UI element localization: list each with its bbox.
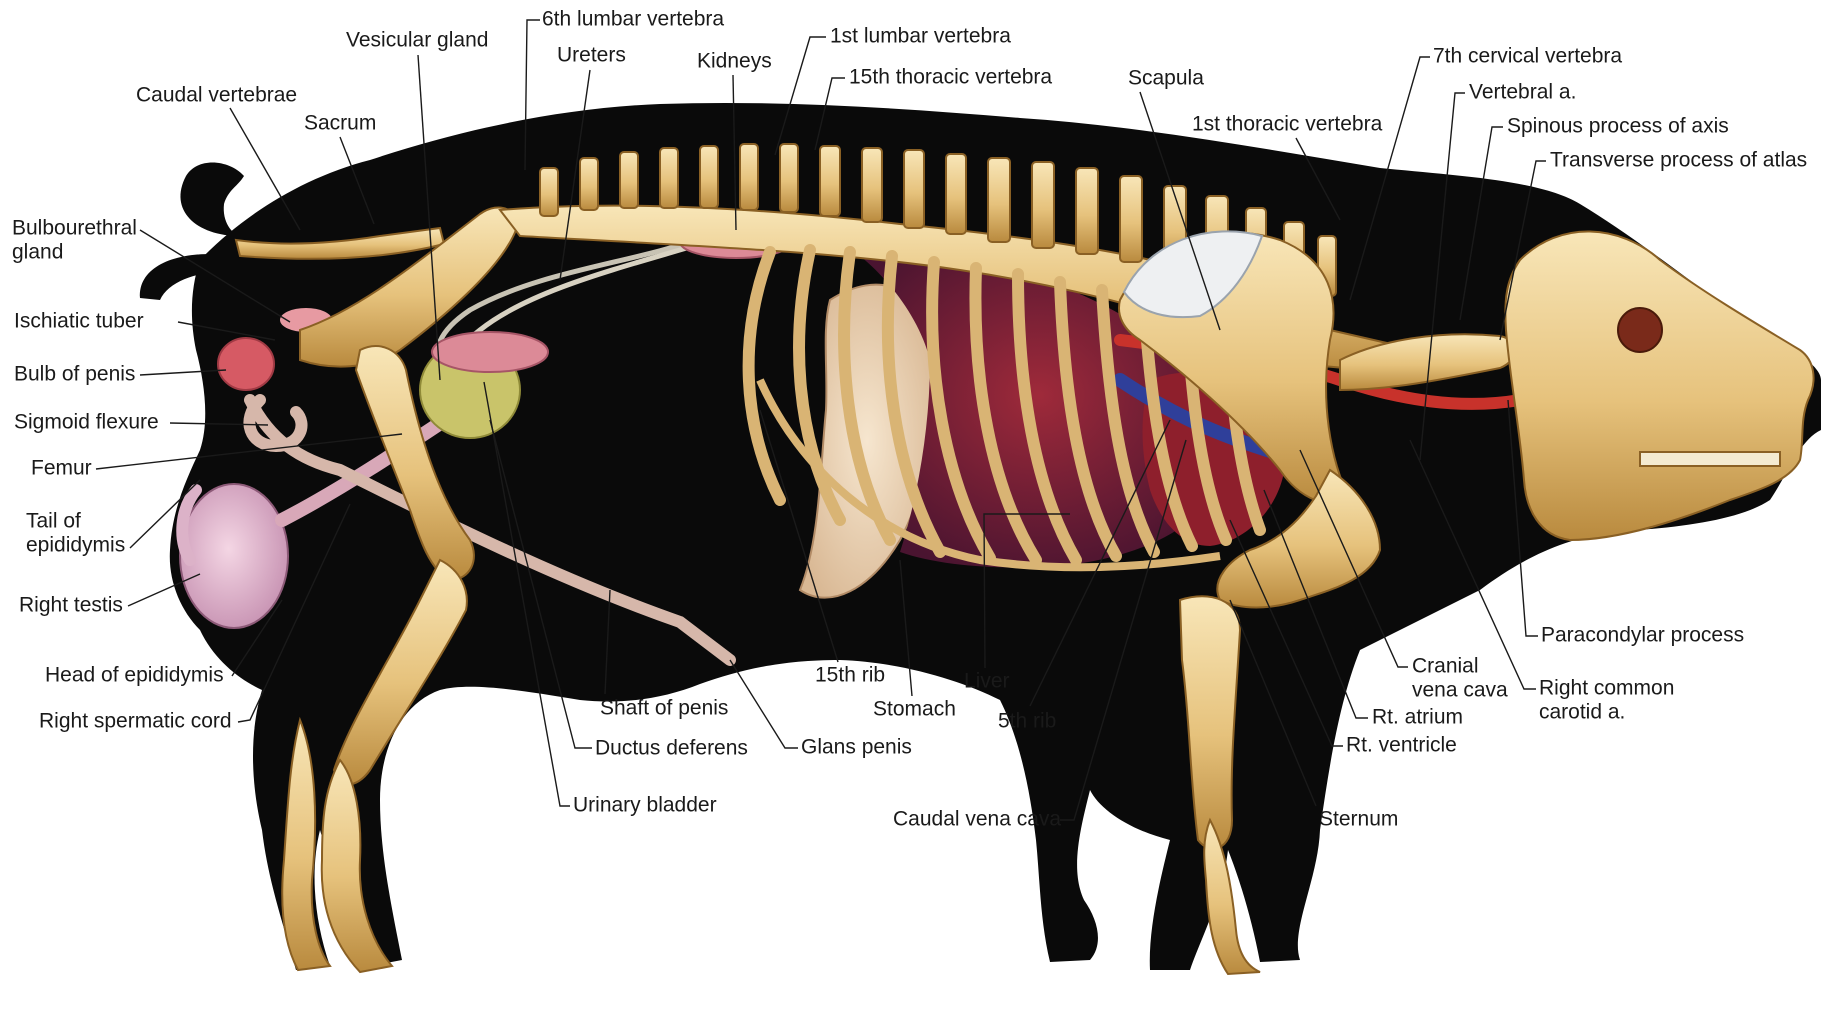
label-fifteenth-thoracic-vertebra: 15th thoracic vertebra	[849, 66, 1052, 89]
label-femur: Femur	[31, 457, 92, 480]
label-right-common-carotid-line2: carotid a.	[1539, 701, 1625, 724]
teeth-shape	[1640, 452, 1780, 466]
label-tail-epididymis-line1: Tail of	[26, 510, 81, 533]
label-sacrum: Sacrum	[304, 112, 376, 135]
label-shaft-of-penis: Shaft of penis	[600, 697, 728, 720]
label-stomach: Stomach	[873, 698, 956, 721]
label-sigmoid-flexure: Sigmoid flexure	[14, 411, 159, 434]
label-tail-epididymis-line2: epididymis	[26, 534, 125, 557]
bladder-shape	[432, 332, 548, 372]
orbit-shape	[1618, 308, 1662, 352]
label-cranial-vena-cava-line2: vena cava	[1412, 679, 1508, 702]
tail-silhouette	[180, 162, 244, 236]
label-first-thoracic-vertebra: 1st thoracic vertebra	[1192, 113, 1383, 136]
label-transverse-process-atlas: Transverse process of atlas	[1550, 149, 1807, 172]
label-liver: Liver	[964, 670, 1010, 693]
testis-shape	[180, 484, 288, 628]
label-bulbourethral-line1: Bulbourethral	[12, 217, 137, 240]
label-rt-atrium: Rt. atrium	[1372, 706, 1463, 729]
label-vertebral-a: Vertebral a.	[1469, 81, 1576, 104]
label-sixth-lumbar-vertebra: 6th lumbar vertebra	[542, 8, 724, 31]
label-glans-penis: Glans penis	[801, 736, 912, 759]
label-vesicular-gland: Vesicular gland	[346, 29, 488, 52]
label-fifth-rib: 5th rib	[998, 710, 1056, 733]
label-caudal-vertebrae: Caudal vertebrae	[136, 84, 297, 107]
label-fifteenth-rib: 15th rib	[815, 664, 885, 687]
label-sternum: Sternum	[1319, 808, 1398, 831]
label-head-epididymis: Head of epididymis	[45, 664, 224, 687]
leader-glans-penis	[730, 660, 798, 748]
label-rt-ventricle: Rt. ventricle	[1346, 734, 1457, 757]
label-right-spermatic-cord: Right spermatic cord	[39, 710, 232, 733]
label-right-testis: Right testis	[19, 594, 123, 617]
label-kidneys: Kidneys	[697, 50, 772, 73]
label-bulbourethral-line2: gland	[12, 241, 63, 264]
label-seventh-cervical-vertebra: 7th cervical vertebra	[1433, 45, 1622, 68]
label-bulb-of-penis: Bulb of penis	[14, 363, 135, 386]
label-right-common-carotid-line1: Right common	[1539, 677, 1674, 700]
label-cranial-vena-cava-line1: Cranial	[1412, 655, 1479, 678]
bulb-shape	[218, 338, 274, 390]
label-urinary-bladder: Urinary bladder	[573, 794, 717, 817]
label-spinous-process-axis: Spinous process of axis	[1507, 115, 1729, 138]
label-ductus-deferens: Ductus deferens	[595, 737, 748, 760]
label-paracondylar-process: Paracondylar process	[1541, 624, 1744, 647]
label-ureters: Ureters	[557, 44, 626, 67]
label-caudal-vena-cava: Caudal vena cava	[893, 808, 1061, 831]
label-scapula: Scapula	[1128, 67, 1204, 90]
label-first-lumbar-vertebra: 1st lumbar vertebra	[830, 25, 1011, 48]
label-ischiatic-tuber: Ischiatic tuber	[14, 310, 144, 333]
